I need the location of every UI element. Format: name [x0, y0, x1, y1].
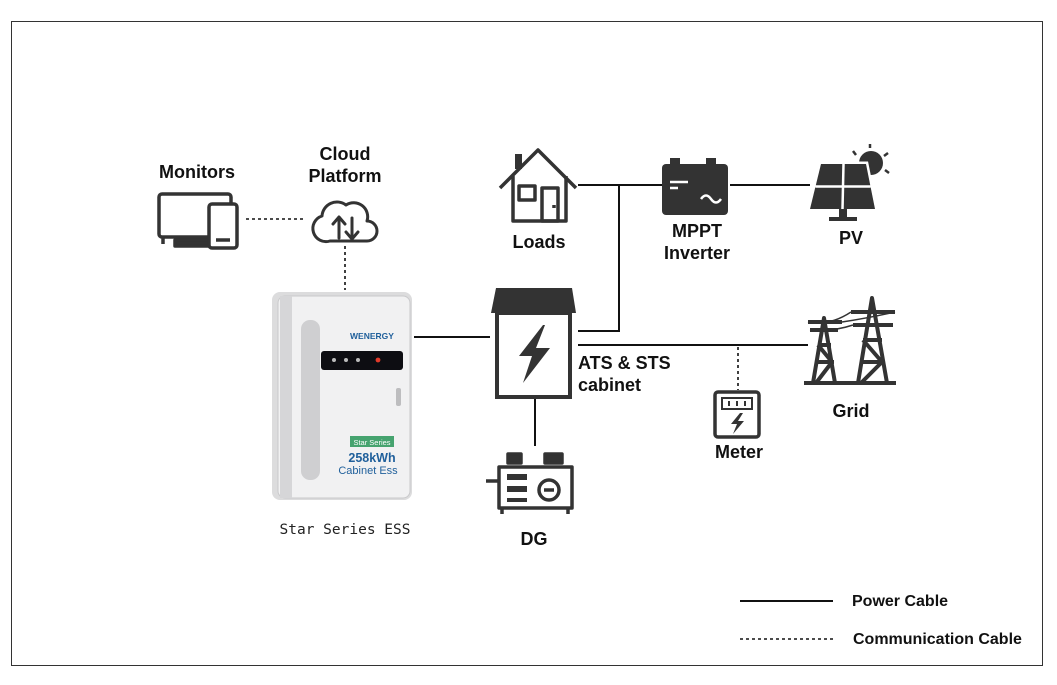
ess-series-text: Star Series: [353, 438, 390, 447]
grid-label: Grid: [832, 401, 869, 421]
diagram-frame: [11, 21, 1043, 666]
ess-capacity-text: 258kWh: [348, 451, 395, 465]
generator-icon: [486, 452, 574, 514]
inverter-icon: [662, 158, 728, 215]
ats-cabinet-icon: [491, 288, 576, 399]
power-cable-ats-bus: [578, 185, 620, 332]
legend-power-label: Power Cable: [852, 593, 948, 610]
legend: Power Cable Communication Cable: [740, 593, 1022, 648]
loads-label: Loads: [512, 232, 565, 252]
meter-icon: [713, 390, 761, 439]
legend-communication-label: Communication Cable: [853, 631, 1022, 648]
mppt-label-line2: Inverter: [664, 243, 730, 263]
ess-brand-logo: WENERGY: [350, 331, 394, 341]
meter-label: Meter: [715, 442, 763, 462]
mppt-label-line1: MPPT: [672, 221, 722, 241]
house-icon: [498, 148, 578, 223]
dg-label: DG: [521, 529, 548, 549]
cloud-label-line1: Cloud: [320, 144, 371, 164]
ess-cabinet-image: WENERGY Star Series 258kWh Cabinet Ess: [272, 292, 412, 500]
ats-label-line1: ATS & STS: [578, 353, 671, 373]
ess-model-text: Cabinet Ess: [338, 465, 398, 477]
monitors-label: Monitors: [159, 162, 235, 182]
ess-series-badge: [350, 436, 394, 447]
cloud-label-line2: Platform: [308, 166, 381, 186]
ats-label-line2: cabinet: [578, 375, 641, 395]
communication-cables: [246, 218, 739, 390]
pv-label: PV: [839, 228, 863, 248]
ess-label: Star Series ESS: [280, 522, 411, 538]
power-cables: [414, 184, 810, 446]
cloud-upload-icon: [311, 200, 379, 244]
monitors-icon: [157, 192, 239, 250]
solar-panel-icon: [806, 144, 890, 221]
transmission-tower-icon: [804, 296, 896, 385]
